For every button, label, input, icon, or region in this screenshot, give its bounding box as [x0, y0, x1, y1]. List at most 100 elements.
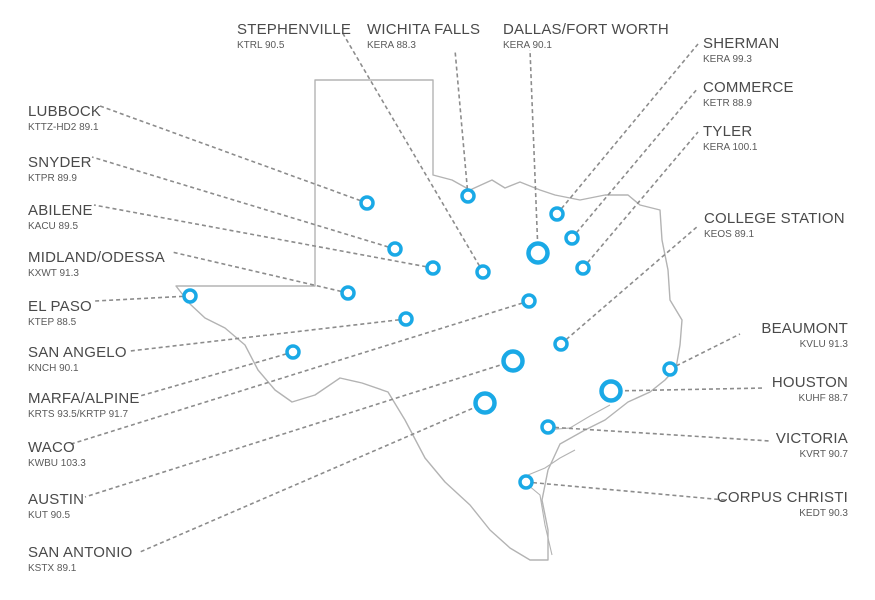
city-name: EL PASO [28, 298, 92, 315]
station-frequency: KEDT 90.3 [799, 508, 848, 519]
leader-line-austin [84, 360, 514, 498]
station-marker-midland-odessa[interactable] [340, 285, 356, 301]
station-frequency: KETR 88.9 [703, 98, 752, 109]
station-marker-wichita-falls[interactable] [460, 188, 476, 204]
leader-line-houston [610, 387, 766, 392]
city-name: COMMERCE [703, 79, 794, 96]
leader-line-lubbock [99, 105, 368, 204]
station-marker-austin[interactable] [501, 349, 525, 373]
city-name: SHERMAN [703, 35, 780, 52]
station-marker-marfa-alpine[interactable] [285, 344, 301, 360]
station-marker-el-paso[interactable] [182, 288, 198, 304]
label-dallas-fort-worth: DALLAS/FORT WORTH KERA 90.1 [503, 22, 669, 51]
station-frequency: KERA 99.3 [703, 54, 752, 65]
label-snyder: SNYDER KTPR 89.9 [28, 155, 92, 184]
station-frequency: KXWT 91.3 [28, 268, 79, 279]
texas-state-outline [175, 79, 683, 561]
city-name: HOUSTON [771, 374, 848, 391]
station-marker-college-station[interactable] [553, 336, 569, 352]
leader-line-sherman [556, 43, 699, 215]
station-marker-stephenville[interactable] [475, 264, 491, 280]
city-name: AUSTIN [28, 491, 85, 508]
leader-line-stephenville [341, 31, 484, 273]
city-name: SAN ANTONIO [28, 544, 133, 561]
city-name: SAN ANGELO [28, 344, 127, 361]
station-frequency: KUHF 88.7 [798, 393, 848, 404]
label-houston: HOUSTON KUHF 88.7 [772, 375, 848, 404]
station-frequency: KERA 90.1 [503, 40, 552, 51]
label-commerce: COMMERCE KETR 88.9 [703, 80, 794, 109]
leader-lines [67, 31, 771, 553]
city-name: SNYDER [28, 154, 92, 171]
label-el-paso: EL PASO KTEP 88.5 [28, 299, 92, 328]
leader-line-commerce [571, 87, 699, 239]
city-name: TYLER [703, 123, 753, 140]
leader-line-victoria [547, 426, 771, 442]
leader-line-corpus-christi [525, 481, 726, 501]
city-name: CORPUS CHRISTI [716, 489, 848, 506]
leader-line-college-station [560, 225, 699, 345]
label-sherman: SHERMAN KERA 99.3 [703, 36, 779, 65]
station-frequency: KSTX 89.1 [28, 563, 77, 574]
label-tyler: TYLER KERA 100.1 [703, 124, 757, 153]
label-midland-odessa: MIDLAND/ODESSA KXWT 91.3 [28, 250, 165, 279]
station-marker-lubbock[interactable] [359, 195, 375, 211]
label-stephenville: STEPHENVILLE KTRL 90.5 [237, 22, 351, 51]
label-marfa-alpine: MARFA/ALPINE KRTS 93.5/KRTP 91.7 [28, 391, 140, 420]
station-frequency: KTEP 88.5 [28, 317, 77, 328]
leader-line-el-paso [94, 295, 191, 302]
city-name: MARFA/ALPINE [28, 390, 140, 407]
station-frequency: KVRT 90.7 [799, 449, 848, 460]
station-frequency: KRTS 93.5/KRTP 91.7 [28, 409, 129, 420]
station-marker-abilene[interactable] [425, 260, 441, 276]
label-waco: WACO KWBU 103.3 [28, 440, 86, 469]
leader-line-san-angelo [129, 318, 407, 352]
station-marker-tyler[interactable] [575, 260, 591, 276]
coastline-detail [527, 404, 611, 556]
city-name: WACO [28, 439, 75, 456]
leader-line-snyder [91, 156, 396, 250]
station-frequency: KACU 89.5 [28, 221, 79, 232]
city-name: MIDLAND/ODESSA [28, 249, 165, 266]
station-marker-waco[interactable] [521, 293, 537, 309]
station-frequency: KERA 100.1 [703, 142, 758, 153]
station-frequency: KWBU 103.3 [28, 458, 86, 469]
station-markers [182, 188, 678, 490]
station-frequency: KERA 88.3 [367, 40, 416, 51]
station-marker-commerce[interactable] [564, 230, 580, 246]
label-san-angelo: SAN ANGELO KNCH 90.1 [28, 345, 127, 374]
station-marker-houston[interactable] [599, 379, 623, 403]
city-name: BEAUMONT [761, 320, 848, 337]
leader-line-marfa-alpine [139, 351, 294, 397]
leader-line-beaumont [669, 333, 741, 370]
station-frequency: KUT 90.5 [28, 510, 71, 521]
station-frequency: KNCH 90.1 [28, 363, 79, 374]
station-frequency: KTRL 90.5 [237, 40, 285, 51]
label-college-station: COLLEGE STATION KEOS 89.1 [704, 211, 845, 240]
city-name: VICTORIA [775, 430, 848, 447]
station-marker-corpus-christi[interactable] [518, 474, 534, 490]
leader-line-midland-odessa [171, 251, 349, 294]
station-frequency: KEOS 89.1 [704, 229, 755, 240]
city-name: WICHITA FALLS [367, 21, 481, 38]
label-wichita-falls: WICHITA FALLS KERA 88.3 [367, 22, 480, 51]
label-abilene: ABILENE KACU 89.5 [28, 203, 93, 232]
city-name: DALLAS/FORT WORTH [503, 21, 669, 38]
label-beaumont: BEAUMONT KVLU 91.3 [761, 321, 848, 350]
station-marker-sherman[interactable] [549, 206, 565, 222]
city-name: COLLEGE STATION [704, 210, 845, 227]
station-marker-san-angelo[interactable] [398, 311, 414, 327]
station-marker-snyder[interactable] [387, 241, 403, 257]
city-name: STEPHENVILLE [237, 21, 352, 38]
city-name: ABILENE [28, 202, 93, 219]
label-corpus-christi: CORPUS CHRISTI KEDT 90.3 [717, 490, 848, 519]
station-marker-beaumont[interactable] [662, 361, 678, 377]
station-frequency: KTTZ-HD2 89.1 [28, 122, 99, 133]
station-marker-san-antonio[interactable] [473, 391, 497, 415]
station-frequency: KTPR 89.9 [28, 173, 77, 184]
leader-line-tyler [582, 131, 699, 269]
label-san-antonio: SAN ANTONIO KSTX 89.1 [28, 545, 132, 574]
station-marker-victoria[interactable] [540, 419, 556, 435]
station-marker-dallas-fort-worth[interactable] [526, 241, 550, 265]
